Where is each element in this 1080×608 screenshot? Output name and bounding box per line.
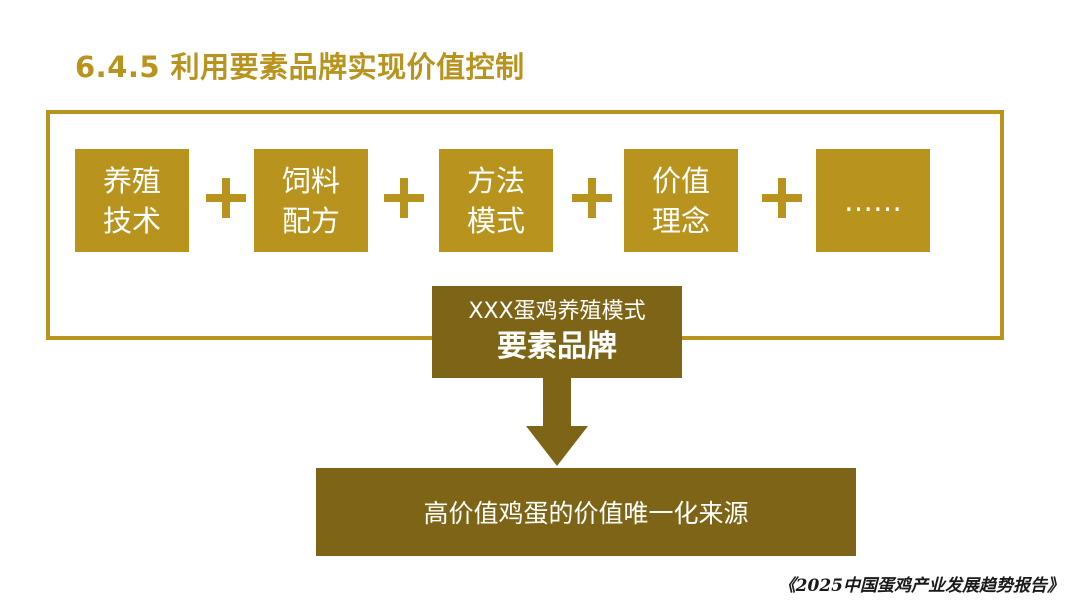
factor-label-line1: 方法 [466,163,525,198]
element-brand-box: XXX蛋鸡养殖模式 要素品牌 [432,286,682,378]
plus-icon [762,172,802,226]
plus-icon [384,172,424,226]
factor-label-line1: …… [844,183,902,218]
factor-box-method-mode: 方法 模式 [439,149,553,252]
plus-icon [206,172,246,226]
value-source-box: 高价值鸡蛋的价值唯一化来源 [316,468,856,556]
value-source-label: 高价值鸡蛋的价值唯一化来源 [423,499,749,528]
plus-icon [572,172,612,226]
factor-box-value-concept: 价值 理念 [624,149,738,252]
factor-label-line1: 价值 [651,163,710,198]
down-arrow-icon [526,378,588,466]
report-source-caption: 《2025中国蛋鸡产业发展趋势报告》 [778,576,1064,596]
factor-label-line1: 饲料 [281,163,340,198]
factor-box-feed-formula: 饲料 配方 [254,149,368,252]
brand-mode-label: XXX蛋鸡养殖模式 [468,299,646,324]
page-title: 6.4.5 利用要素品牌实现价值控制 [75,50,525,84]
factor-label-line2: 配方 [281,203,340,238]
factor-label-line1: 养殖 [102,163,161,198]
factor-label-line2: 技术 [102,203,161,238]
factor-label-line2: 理念 [651,203,710,238]
brand-title: 要素品牌 [497,329,617,364]
factor-box-breeding-tech: 养殖 技术 [75,149,189,252]
factor-label-line2: 模式 [466,203,525,238]
factor-box-ellipsis: …… [816,149,930,252]
